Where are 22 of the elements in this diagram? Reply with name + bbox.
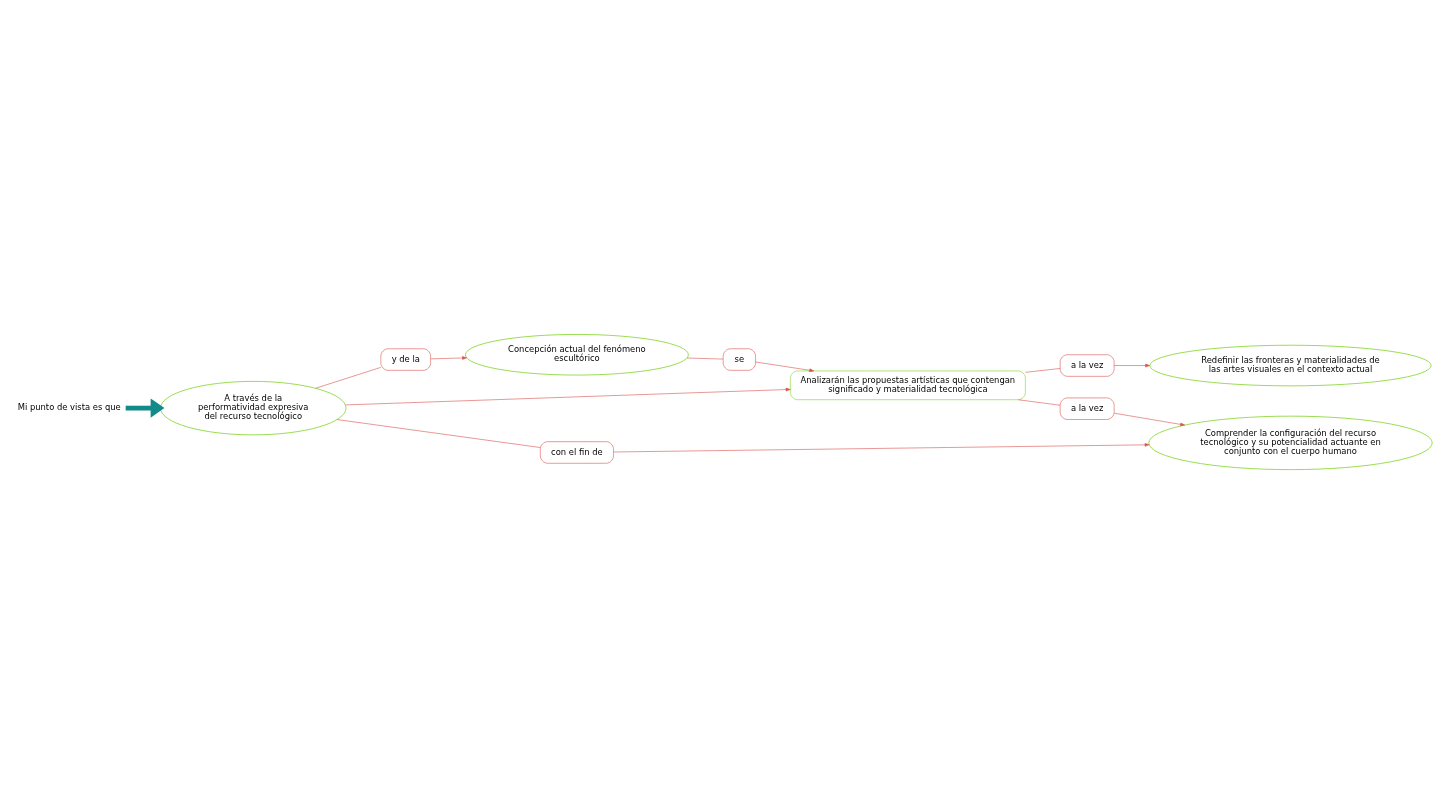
node-ellipse: Redefinir las fronteras y materialidades de las artes visuales en el contexto actual [1149, 344, 1432, 386]
node-box: y de la [380, 347, 431, 371]
connector [315, 366, 382, 389]
arrow [1113, 363, 1150, 367]
node-box: a la vez [1059, 397, 1115, 420]
arrow [755, 361, 815, 372]
arrow [125, 397, 165, 418]
node-box: con el fin de [540, 440, 614, 464]
arrow [613, 442, 1150, 452]
arrow [1113, 412, 1185, 426]
node-box: se [722, 347, 756, 371]
arrow [345, 387, 791, 405]
connector [686, 357, 724, 359]
node-box: a la vez [1059, 353, 1115, 377]
connector [337, 418, 541, 448]
connector [1025, 367, 1061, 373]
node-ellipse: Comprender la configuración del recurso tecnológico y su potencialidad actuante en conjunto con el cuerpo humano [1148, 415, 1433, 470]
connector [1017, 398, 1061, 406]
node-ellipse: A través de la performatividad expresiva del recurso tecnológico [160, 380, 347, 435]
node-text: Mi punto de vista es que [17, 401, 121, 412]
arrow [430, 355, 467, 360]
node-ellipse: Concepción actual del fenómeno escultórico [465, 333, 689, 375]
